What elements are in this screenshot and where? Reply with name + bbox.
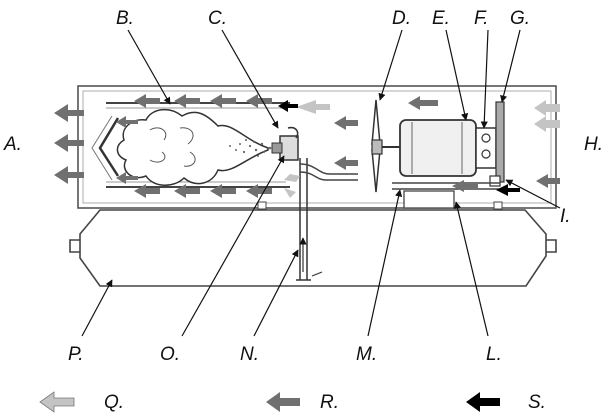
flame-detail bbox=[149, 127, 196, 167]
filter bbox=[489, 101, 505, 187]
motor bbox=[399, 119, 477, 177]
air-tube bbox=[257, 182, 503, 210]
burner-nozzle bbox=[271, 126, 299, 161]
label-a: A. bbox=[3, 134, 22, 155]
fuel-line bbox=[296, 158, 323, 281]
fuel-spray bbox=[229, 139, 272, 157]
air-duct bbox=[299, 163, 358, 181]
label-i: I. bbox=[560, 206, 571, 227]
label-b: B. bbox=[116, 8, 134, 29]
flame bbox=[116, 108, 269, 186]
label-c: C. bbox=[208, 8, 227, 29]
airflow-arrows bbox=[54, 94, 560, 198]
label-l: L. bbox=[486, 344, 502, 365]
legend-arrow-r bbox=[266, 392, 300, 412]
legend-label-q: Q. bbox=[104, 392, 124, 413]
label-g: G. bbox=[510, 8, 530, 29]
legend: Q. R. S. bbox=[39, 391, 546, 413]
label-d: D. bbox=[392, 8, 411, 29]
label-o: O. bbox=[160, 344, 180, 365]
legend-label-s: S. bbox=[528, 392, 546, 413]
label-f: F. bbox=[474, 8, 488, 29]
label-e: E. bbox=[432, 8, 450, 29]
heater-housing bbox=[77, 85, 557, 209]
legend-arrow-s bbox=[466, 392, 500, 412]
fan-blade bbox=[371, 99, 400, 193]
fuel-tank bbox=[69, 209, 557, 287]
label-p: P. bbox=[68, 344, 84, 365]
legend-arrow-q bbox=[39, 391, 75, 413]
label-n: N. bbox=[240, 344, 259, 365]
label-h: H. bbox=[584, 134, 603, 155]
pump bbox=[475, 127, 497, 169]
label-m: M. bbox=[356, 344, 377, 365]
legend-label-r: R. bbox=[320, 392, 339, 413]
leader-lines bbox=[81, 29, 561, 337]
